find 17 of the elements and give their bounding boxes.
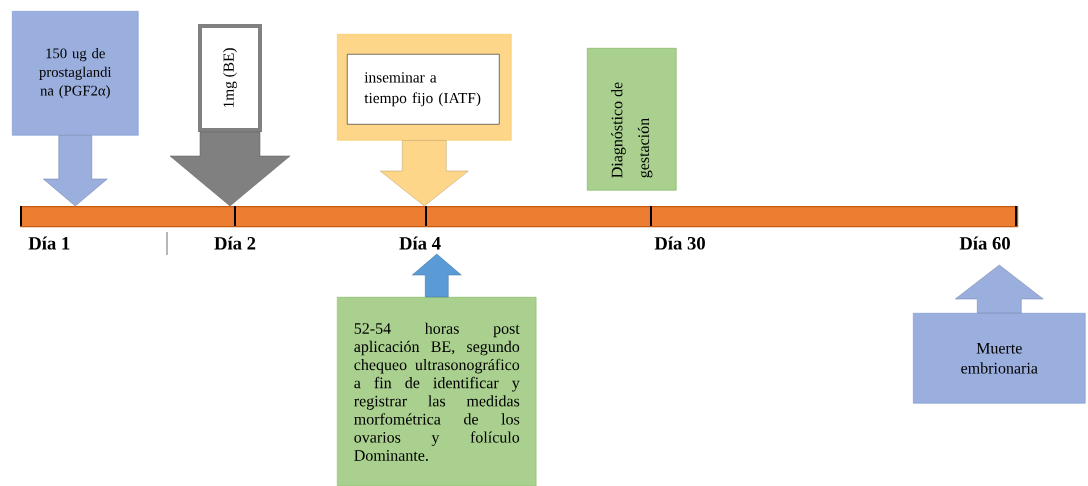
block-arrow	[169, 131, 291, 207]
timeline-bar	[20, 205, 1019, 228]
note-box: 52-54 horas post aplicación BE, segundo chequeo ultrasonográfico a fin de identificar y registrar las medidas morfométrica de los ovarios y folículo Dominante.	[337, 297, 537, 486]
callout-box: Muerte embrionaria	[913, 313, 1086, 404]
label-box: 1mg (BE)	[198, 24, 262, 132]
label-box: inseminar a tiempo fijo (IATF)	[347, 54, 500, 125]
day-label: Día 60	[959, 236, 1010, 250]
callout-box: 150 ug de prostaglandi na (PGF2α)	[12, 11, 139, 136]
block-arrow	[412, 253, 462, 298]
day-label: Día 4	[399, 236, 441, 250]
day-label: Día 30	[654, 236, 705, 250]
note-box: Diagnóstico de gestación	[587, 48, 677, 191]
block-arrow	[955, 264, 1044, 314]
day-label: Día 1	[28, 236, 70, 250]
block-arrow	[43, 135, 108, 207]
block-arrow	[380, 140, 469, 207]
day-label: Día 2	[214, 236, 256, 250]
